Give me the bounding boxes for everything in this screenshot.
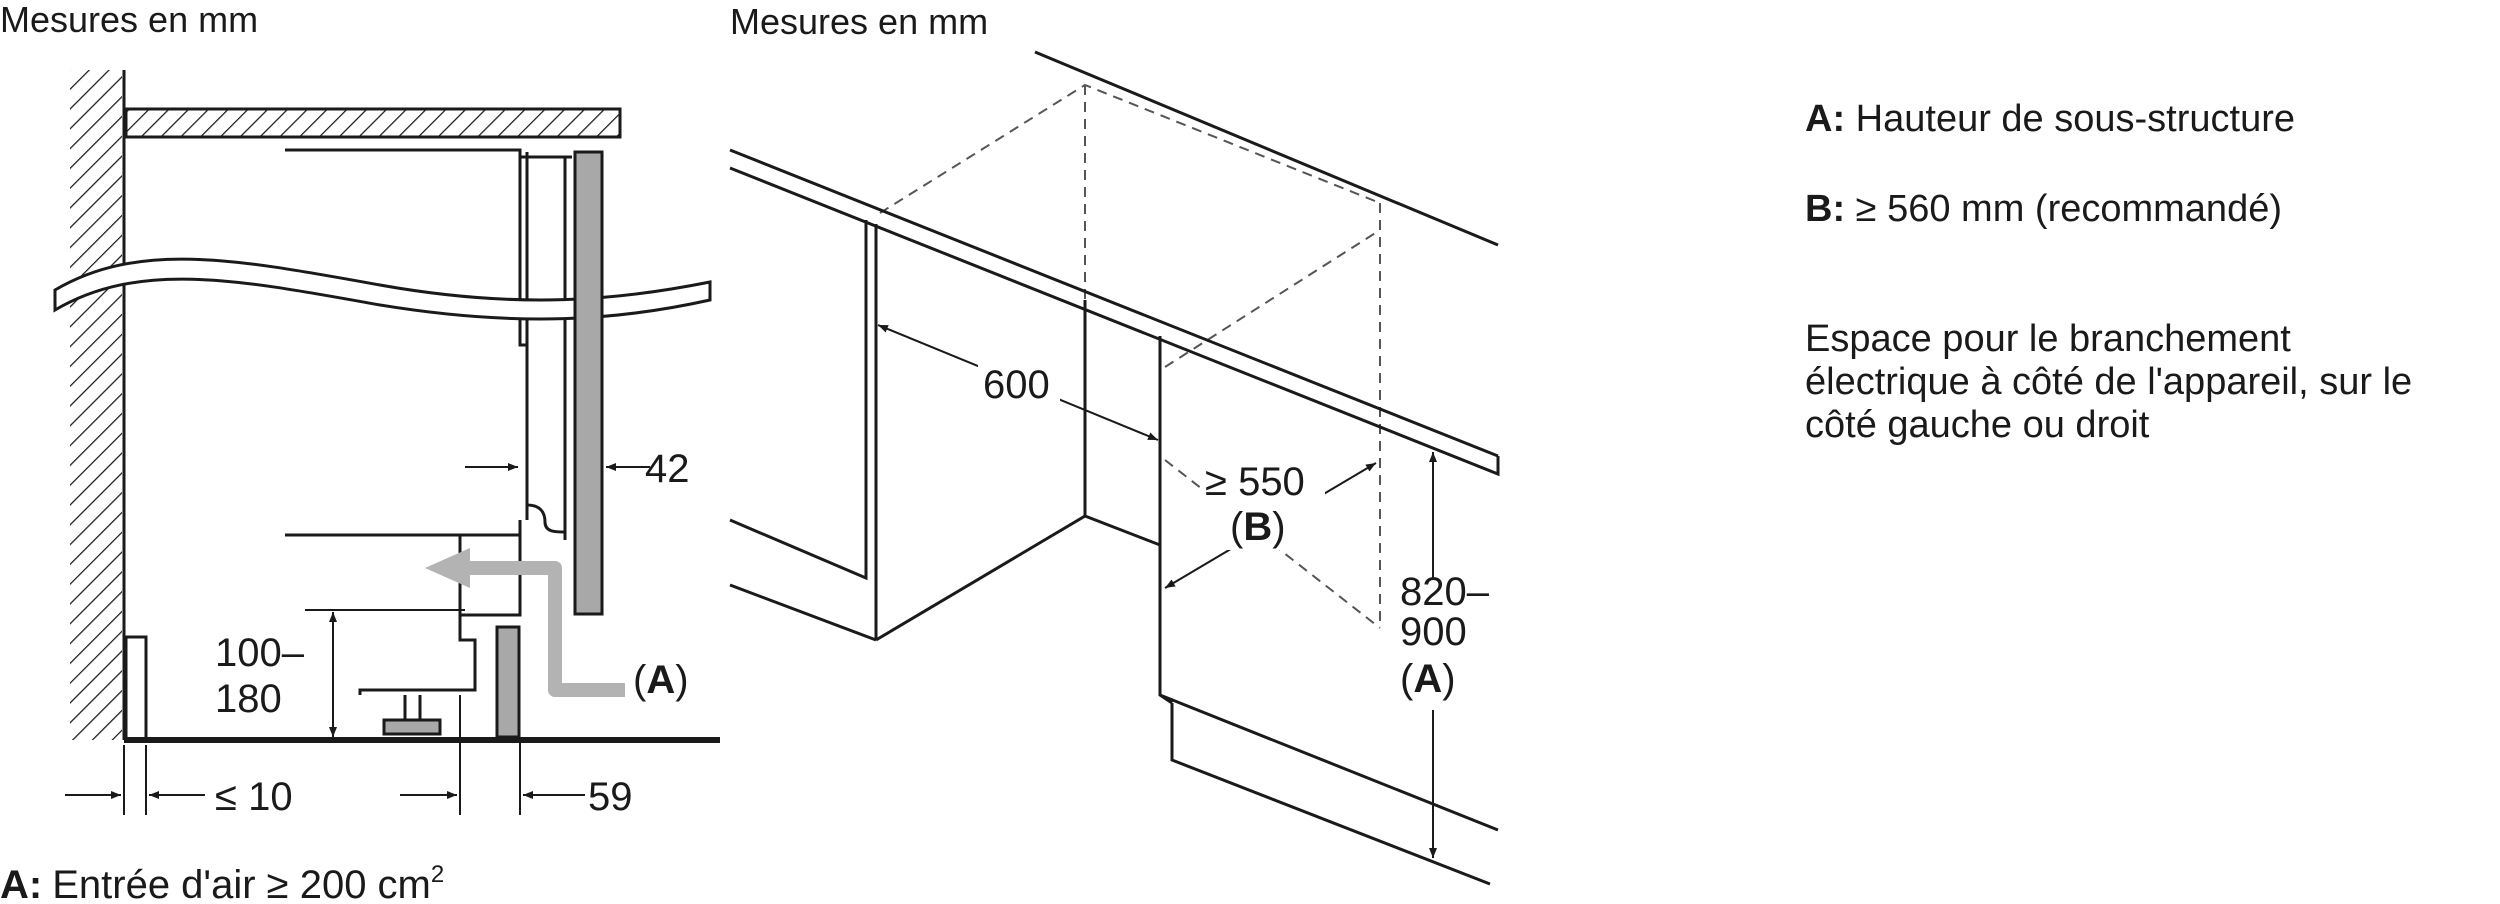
note-line-2: électrique à côté de l'appareil, sur le <box>1805 361 2413 403</box>
dim-59-label: 59 <box>588 775 633 819</box>
wall-top-edge <box>1034 50 1499 247</box>
dim-600-label: 600 <box>983 363 1050 407</box>
legend-item-b: B: ≥ 560 mm (recommandé) <box>1805 188 2282 231</box>
wall-base-strip <box>124 635 148 742</box>
hinge-curve <box>526 503 566 534</box>
dim-820-label-line2: 900 <box>1400 610 1467 654</box>
legend-text-b: ≥ 560 mm (recommandé) <box>1855 188 2282 230</box>
air-inlet-arrowhead <box>425 548 470 588</box>
side-view: Mesures en mm 4 <box>0 0 720 904</box>
dim-42-label: 42 <box>645 447 690 491</box>
note-line-3: côté gauche ou droit <box>1805 404 2150 446</box>
dim-550-bg <box>1200 455 1325 550</box>
left-cabinet-plinth <box>729 583 877 642</box>
electrical-note: Espace pour le branchement électrique à … <box>1805 318 2412 447</box>
side-view-footnote: A:Entrée d'air ≥ 200 cm2 <box>0 861 444 904</box>
adjustable-foot <box>403 695 422 720</box>
legend-item-a: A: Hauteur de sous-structure <box>1805 98 2295 141</box>
left-cabinet <box>729 220 1161 642</box>
dim-550-label: ≥ 550 <box>1205 460 1305 504</box>
iso-view-heading: Mesures en mm <box>730 1 988 42</box>
wall-hatch <box>70 70 122 740</box>
iso-worktop <box>729 148 1500 477</box>
legend-key-b: B: <box>1805 188 1846 230</box>
appliance-top-edge <box>285 148 527 347</box>
legend-text-a: Hauteur de sous-structure <box>1855 98 2295 140</box>
right-cabinet <box>1158 336 1499 886</box>
dim-B-label: (B) <box>1230 505 1286 549</box>
foot-pad <box>382 718 442 736</box>
isometric-view: Mesures en mm 600 ≥ 550 (B) 8 <box>729 1 1500 886</box>
break-wave <box>53 257 712 321</box>
dim-height-label-line1: 100– <box>215 631 305 675</box>
air-inlet-marker: (A) <box>633 658 689 702</box>
dim-height-label-line2: 180 <box>215 677 282 721</box>
legend-key-a: A: <box>1805 98 1846 140</box>
door-panel <box>573 150 604 616</box>
dim-600-bg <box>978 360 1060 405</box>
side-view-heading: Mesures en mm <box>0 0 258 40</box>
dim-le10-label: ≤ 10 <box>215 775 293 819</box>
dim-820-label-line1: 820– <box>1400 570 1490 614</box>
plinth-panel <box>495 625 521 739</box>
air-inlet-arrow <box>470 561 625 697</box>
worktop <box>124 107 622 139</box>
dim-A-label: (A) <box>1400 657 1456 701</box>
foot-body <box>358 615 477 695</box>
note-line-1: Espace pour le branchement <box>1805 318 2291 360</box>
